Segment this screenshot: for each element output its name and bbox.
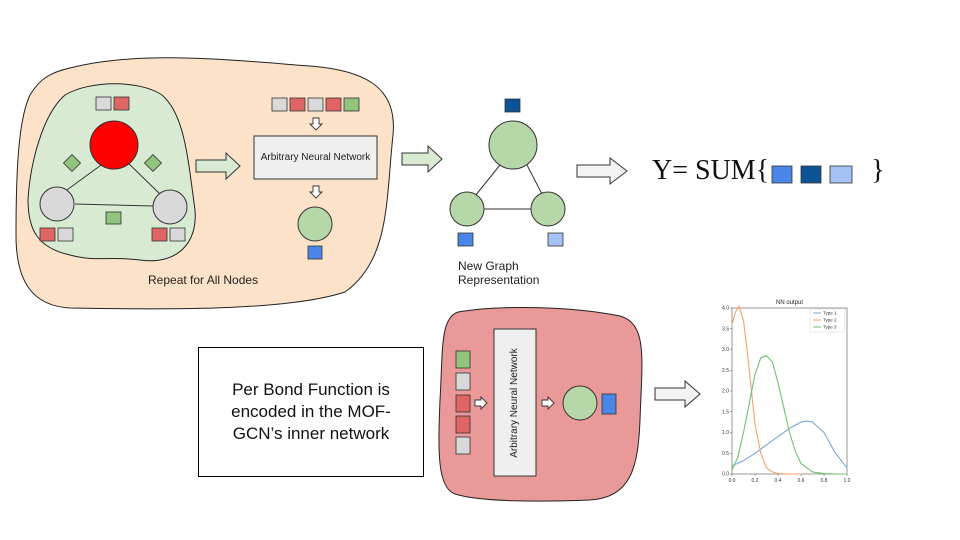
bond-output-node xyxy=(562,385,598,421)
feature-red xyxy=(151,227,168,242)
right-arrow xyxy=(541,395,555,411)
block-arrow-right xyxy=(654,379,701,409)
chart-title: NN output xyxy=(776,300,803,306)
top-network-box xyxy=(253,135,378,180)
down-arrow xyxy=(308,117,324,131)
new-graph-caption-line2: Representation xyxy=(458,273,540,287)
x-tick-label: 1.0 xyxy=(844,478,851,484)
green-node xyxy=(449,191,485,227)
green-node xyxy=(530,191,566,227)
edge xyxy=(474,164,501,197)
sum-formula: Y= SUM{} xyxy=(652,155,885,187)
y-tick-label: 2.5 xyxy=(722,368,729,374)
output-node xyxy=(297,206,333,242)
x-tick-label: 0.2 xyxy=(752,478,759,484)
new-graph-caption-line1: New Graph xyxy=(458,259,519,273)
feature-red xyxy=(455,415,471,434)
y-tick-label: 4.0 xyxy=(722,306,729,312)
right-arrow xyxy=(474,395,488,411)
edge-feature xyxy=(105,211,122,225)
x-tick-label: 0.0 xyxy=(729,478,736,484)
feature-red xyxy=(325,97,342,112)
legend-label: Type 1 xyxy=(823,311,837,316)
red-node xyxy=(89,120,139,170)
feature-red xyxy=(113,96,130,111)
edge xyxy=(59,159,109,196)
feature-red xyxy=(289,97,306,112)
edge xyxy=(124,159,163,197)
y-tick-label: 1.0 xyxy=(722,430,729,436)
new-feature-blue xyxy=(457,232,474,247)
feature-gray xyxy=(57,227,74,242)
feature-green xyxy=(343,97,360,112)
gray-node xyxy=(39,186,75,222)
block-arrow-right xyxy=(401,144,443,174)
block-arrow-right xyxy=(576,156,628,186)
new-feature-darkblue xyxy=(504,98,521,113)
sum-feature-lightblue xyxy=(829,165,853,184)
bond-network-label: Arbitrary Neural Network xyxy=(509,348,520,458)
edge-feature xyxy=(143,153,163,173)
bond-network-box xyxy=(493,328,537,477)
sum-formula-close: } xyxy=(871,155,885,186)
block-arrow-right xyxy=(195,151,241,181)
edge-feature xyxy=(62,153,82,173)
feature-gray xyxy=(455,372,471,391)
gray-node xyxy=(152,189,188,225)
y-tick-label: 0.5 xyxy=(722,451,729,457)
x-tick-label: 0.6 xyxy=(798,478,805,484)
series-line-2 xyxy=(731,305,801,475)
chart-frame xyxy=(731,307,848,475)
legend-label: Type 3 xyxy=(823,325,837,330)
feature-gray xyxy=(455,436,471,455)
x-tick-label: 0.8 xyxy=(821,478,828,484)
feature-green xyxy=(455,350,471,369)
sum-feature-blue xyxy=(771,165,793,184)
edge xyxy=(526,164,544,197)
bond-function-text: Per Bond Function is encoded in the MOF-… xyxy=(231,380,391,443)
series-line-3 xyxy=(731,355,847,475)
feature-gray xyxy=(169,227,186,242)
output-feature-blue xyxy=(307,245,323,260)
chart-legend xyxy=(809,308,846,333)
top-network-label: Arbitrary Neural Network xyxy=(260,152,371,163)
feature-red xyxy=(39,227,56,242)
bond-function-box: Per Bond Function is encoded in the MOF-… xyxy=(198,347,424,477)
feature-gray xyxy=(271,97,288,112)
graph-blob xyxy=(27,83,196,262)
green-node xyxy=(488,120,538,170)
x-tick-label: 0.4 xyxy=(775,478,782,484)
sum-feature-darkblue xyxy=(800,165,822,184)
bond-output-blue xyxy=(601,393,617,415)
legend-label: Type 2 xyxy=(823,318,837,323)
y-tick-label: 1.5 xyxy=(722,409,729,415)
feature-gray xyxy=(307,97,324,112)
feature-gray xyxy=(95,96,112,111)
repeat-caption: Repeat for All Nodes xyxy=(148,273,259,287)
series-line-1 xyxy=(731,420,848,469)
feature-red xyxy=(455,394,471,413)
new-feature-lightblue xyxy=(547,232,564,247)
y-tick-label: 2.0 xyxy=(722,389,729,395)
y-tick-label: 0.0 xyxy=(722,472,729,478)
sum-formula-open: Y= SUM{ xyxy=(652,155,770,186)
y-tick-label: 3.5 xyxy=(722,326,729,332)
bond-panel-blob xyxy=(438,307,643,502)
nn-output-chart: NN output 0.0 0.2 0.4 0.6 0.8 1.0 0.0 0.5 1.0 1.5 2… xyxy=(722,300,851,484)
edge xyxy=(74,203,155,207)
y-tick-label: 3.0 xyxy=(722,347,729,353)
down-arrow xyxy=(308,185,324,199)
new-graph-caption: New Graph Representation xyxy=(458,259,539,287)
